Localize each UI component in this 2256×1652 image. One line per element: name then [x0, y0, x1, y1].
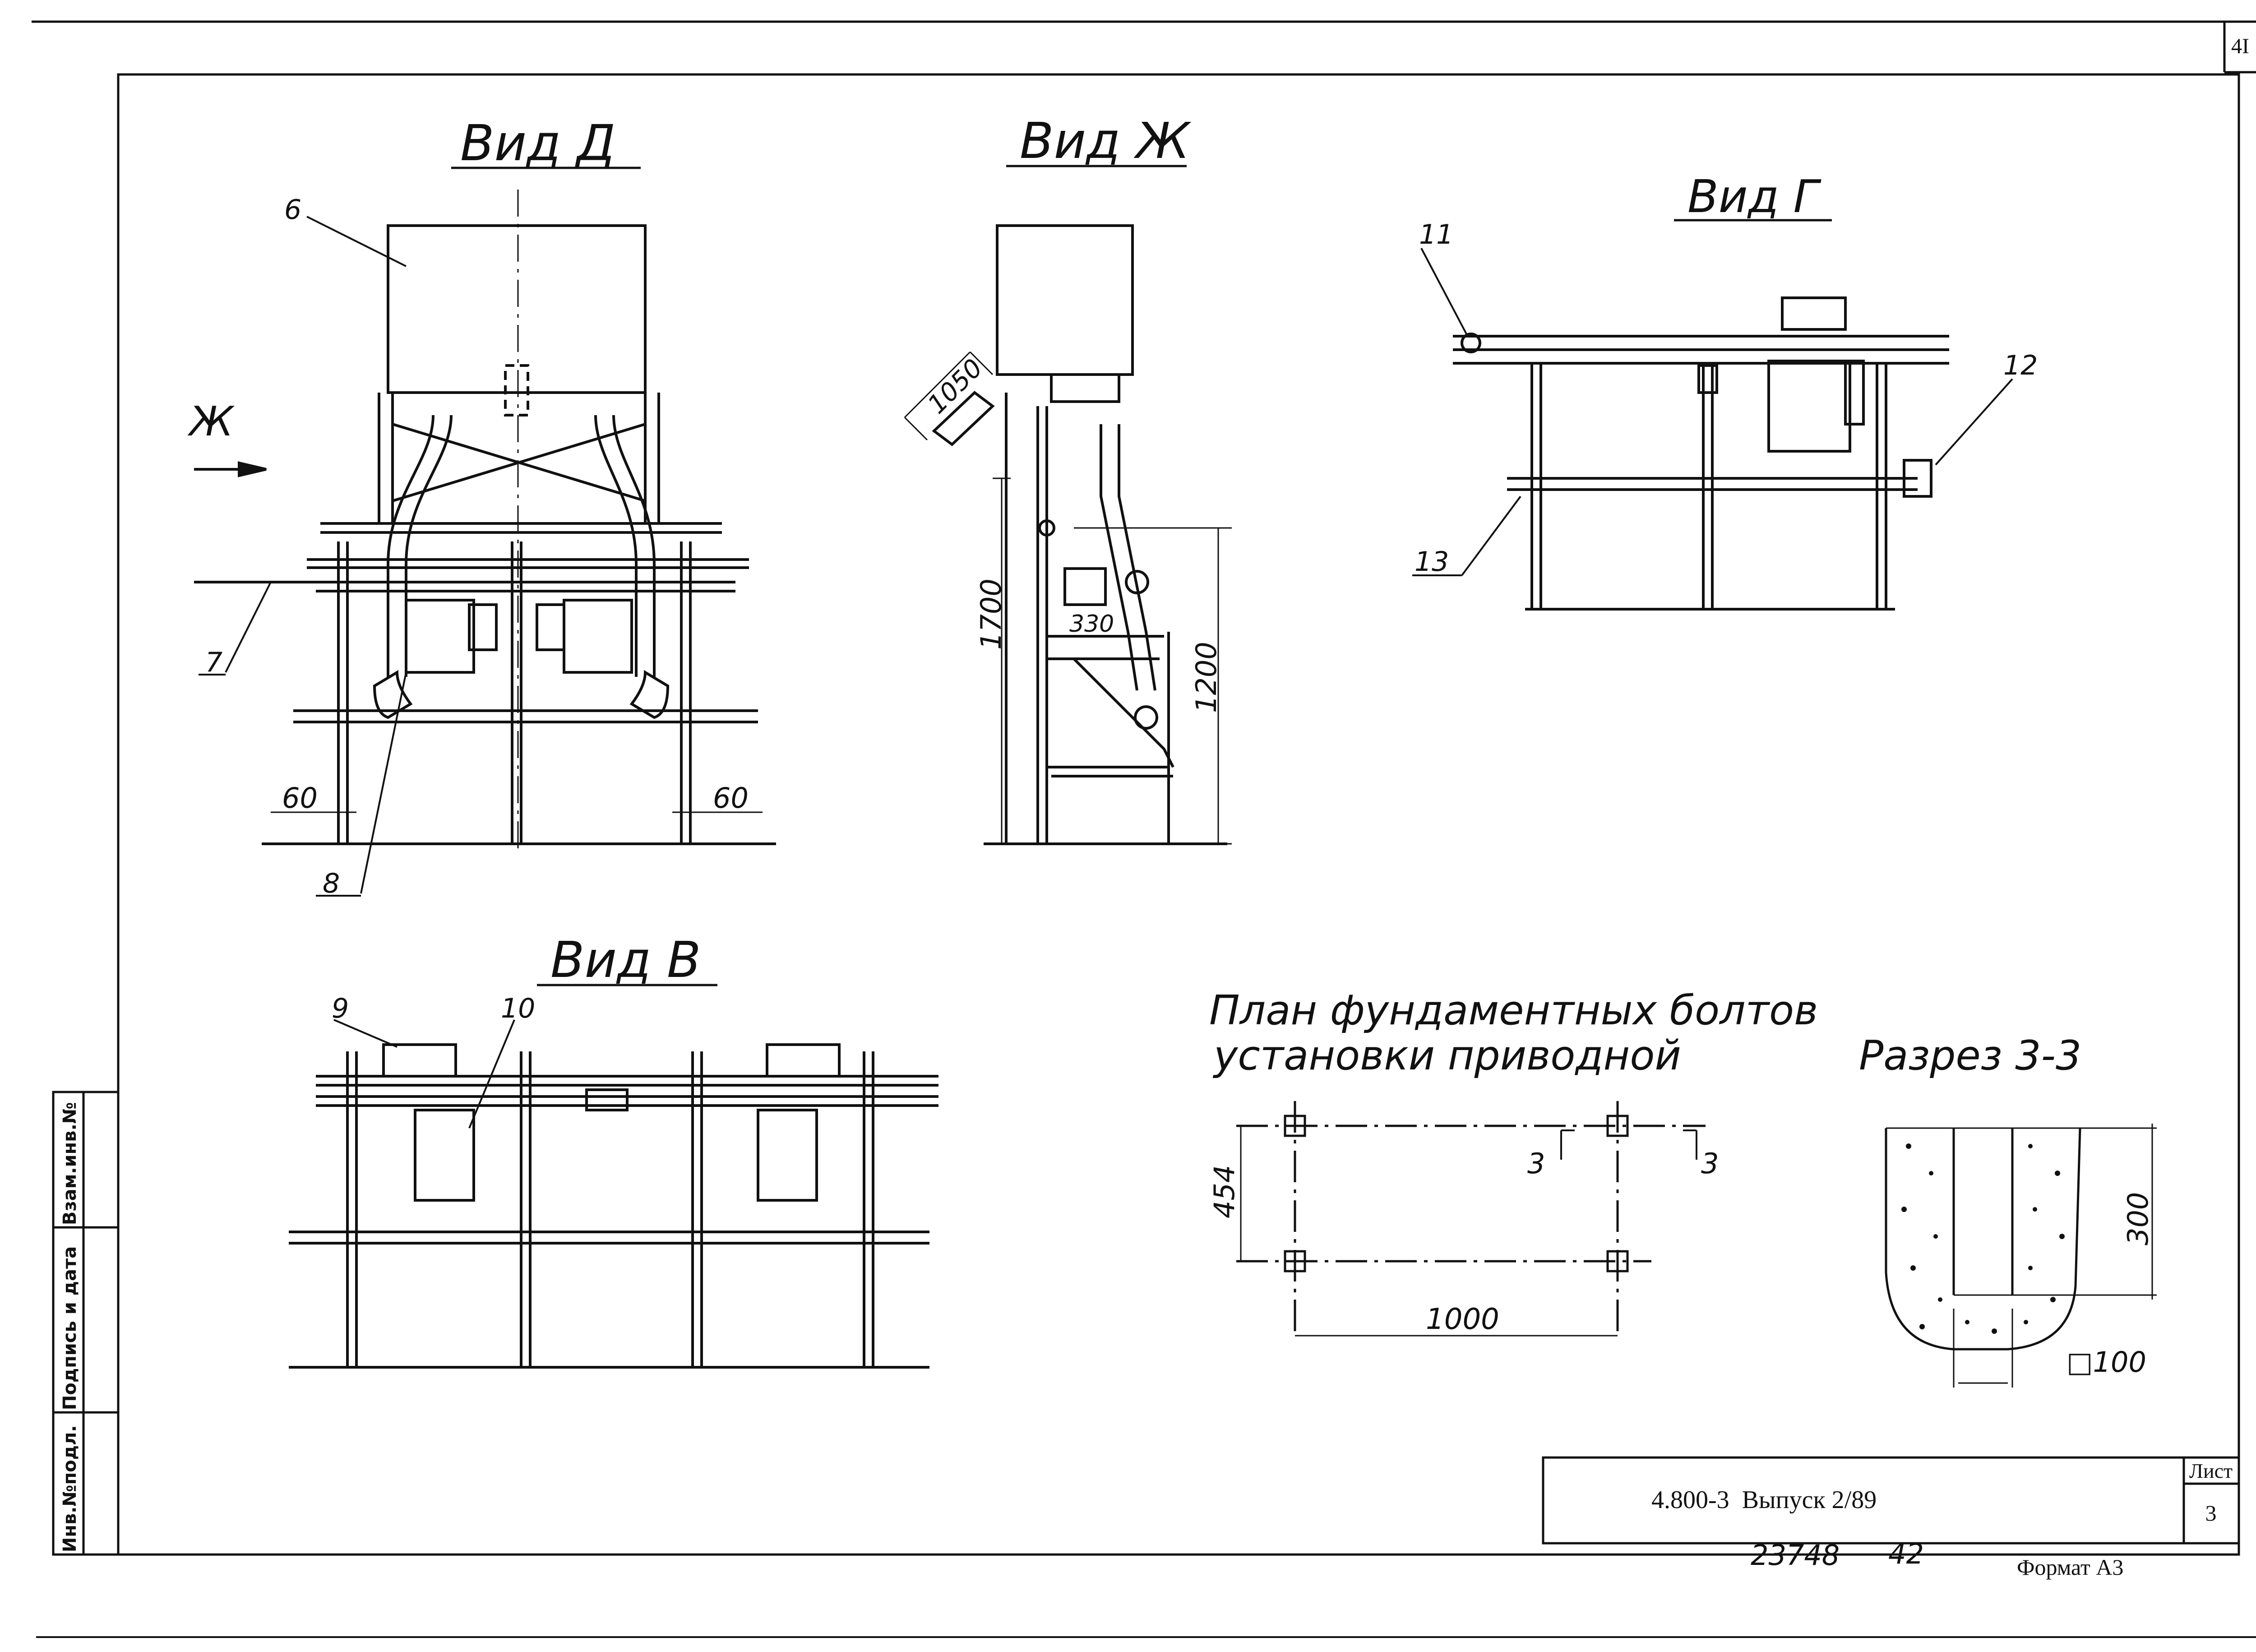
callout-9: 9 — [332, 993, 349, 1024]
view-zh-title: Вид Ж — [1020, 112, 1192, 170]
view-g: Вид Г 11 12 — [1412, 170, 2038, 611]
view-d: Вид Д — [187, 114, 776, 899]
view-v-structure — [289, 1019, 938, 1369]
sheet-format: Формат А3 — [2017, 1555, 2123, 1580]
plan-title-line1: План фундаментных болтов — [1209, 987, 1818, 1034]
dim-100-square: □100 — [2066, 1346, 2146, 1379]
stamp-signature-label: Подпись и дата — [60, 1246, 80, 1410]
dim-330: 330 — [1069, 611, 1114, 638]
callout-11: 11 — [1419, 219, 1453, 250]
concrete-hatch — [1901, 1143, 2065, 1334]
section-geometry — [1885, 1124, 2157, 1388]
inventory-number: 23748 — [1751, 1539, 1840, 1572]
plan-geometry — [1236, 1101, 1706, 1337]
cut-mark-left: 3 — [1527, 1147, 1545, 1180]
view-v-title: Вид В — [550, 931, 701, 989]
callout-6: 6 — [284, 194, 301, 226]
dim-1000: 1000 — [1426, 1303, 1499, 1336]
dim-60-left: 60 — [282, 782, 318, 814]
plan-title-line2: установки приводной — [1212, 1032, 1681, 1079]
cut-mark-right: 3 — [1701, 1147, 1719, 1180]
callout-10: 10 — [501, 993, 535, 1024]
section-title: Разрез 3-3 — [1859, 1032, 2081, 1079]
view-g-structure — [1412, 248, 2013, 611]
bolt-plan: План фундаментных болтов установки приво… — [1208, 987, 1818, 1337]
section-3-3: Разрез 3-3 300 □100 — [1859, 1032, 2157, 1388]
dim-454: 454 — [1208, 1165, 1241, 1218]
copy-number: 42 — [1888, 1537, 1924, 1570]
callout-8: 8 — [323, 868, 340, 899]
view-zh-structure — [904, 224, 1232, 845]
page-number: 4I — [2231, 34, 2249, 58]
stamp-inventory-label: Инв.№подл. — [60, 1425, 80, 1552]
stamp-replacement-label: Взам.инв.№ — [60, 1102, 80, 1225]
view-d-structure — [194, 190, 776, 897]
callout-12: 12 — [2003, 350, 2038, 381]
side-stamp: Инв.№подл. Подпись и дата Взам.инв.№ — [52, 1091, 120, 1556]
dim-1700: 1700 — [975, 578, 1008, 650]
title-block — [1542, 1456, 2240, 1545]
view-d-arrow-label: Ж — [187, 398, 235, 445]
view-g-title: Вид Г — [1687, 170, 1822, 223]
view-v: Вид В 9 10 — [289, 931, 938, 1369]
callout-7: 7 — [205, 647, 222, 678]
sheet-label: Лист — [2189, 1459, 2233, 1482]
view-d-title: Вид Д — [460, 114, 615, 172]
dim-300: 300 — [2122, 1192, 2154, 1245]
dim-1200: 1200 — [1190, 642, 1223, 713]
view-zh: Вид Ж — [904, 112, 1232, 845]
sheet-frame — [32, 20, 2256, 1638]
callout-13: 13 — [1415, 546, 1449, 578]
sheet-number: 3 — [2205, 1500, 2217, 1526]
dim-60-right: 60 — [713, 782, 749, 814]
document-designation: 4.800-3 Выпуск 2/89 — [1651, 1486, 1877, 1514]
